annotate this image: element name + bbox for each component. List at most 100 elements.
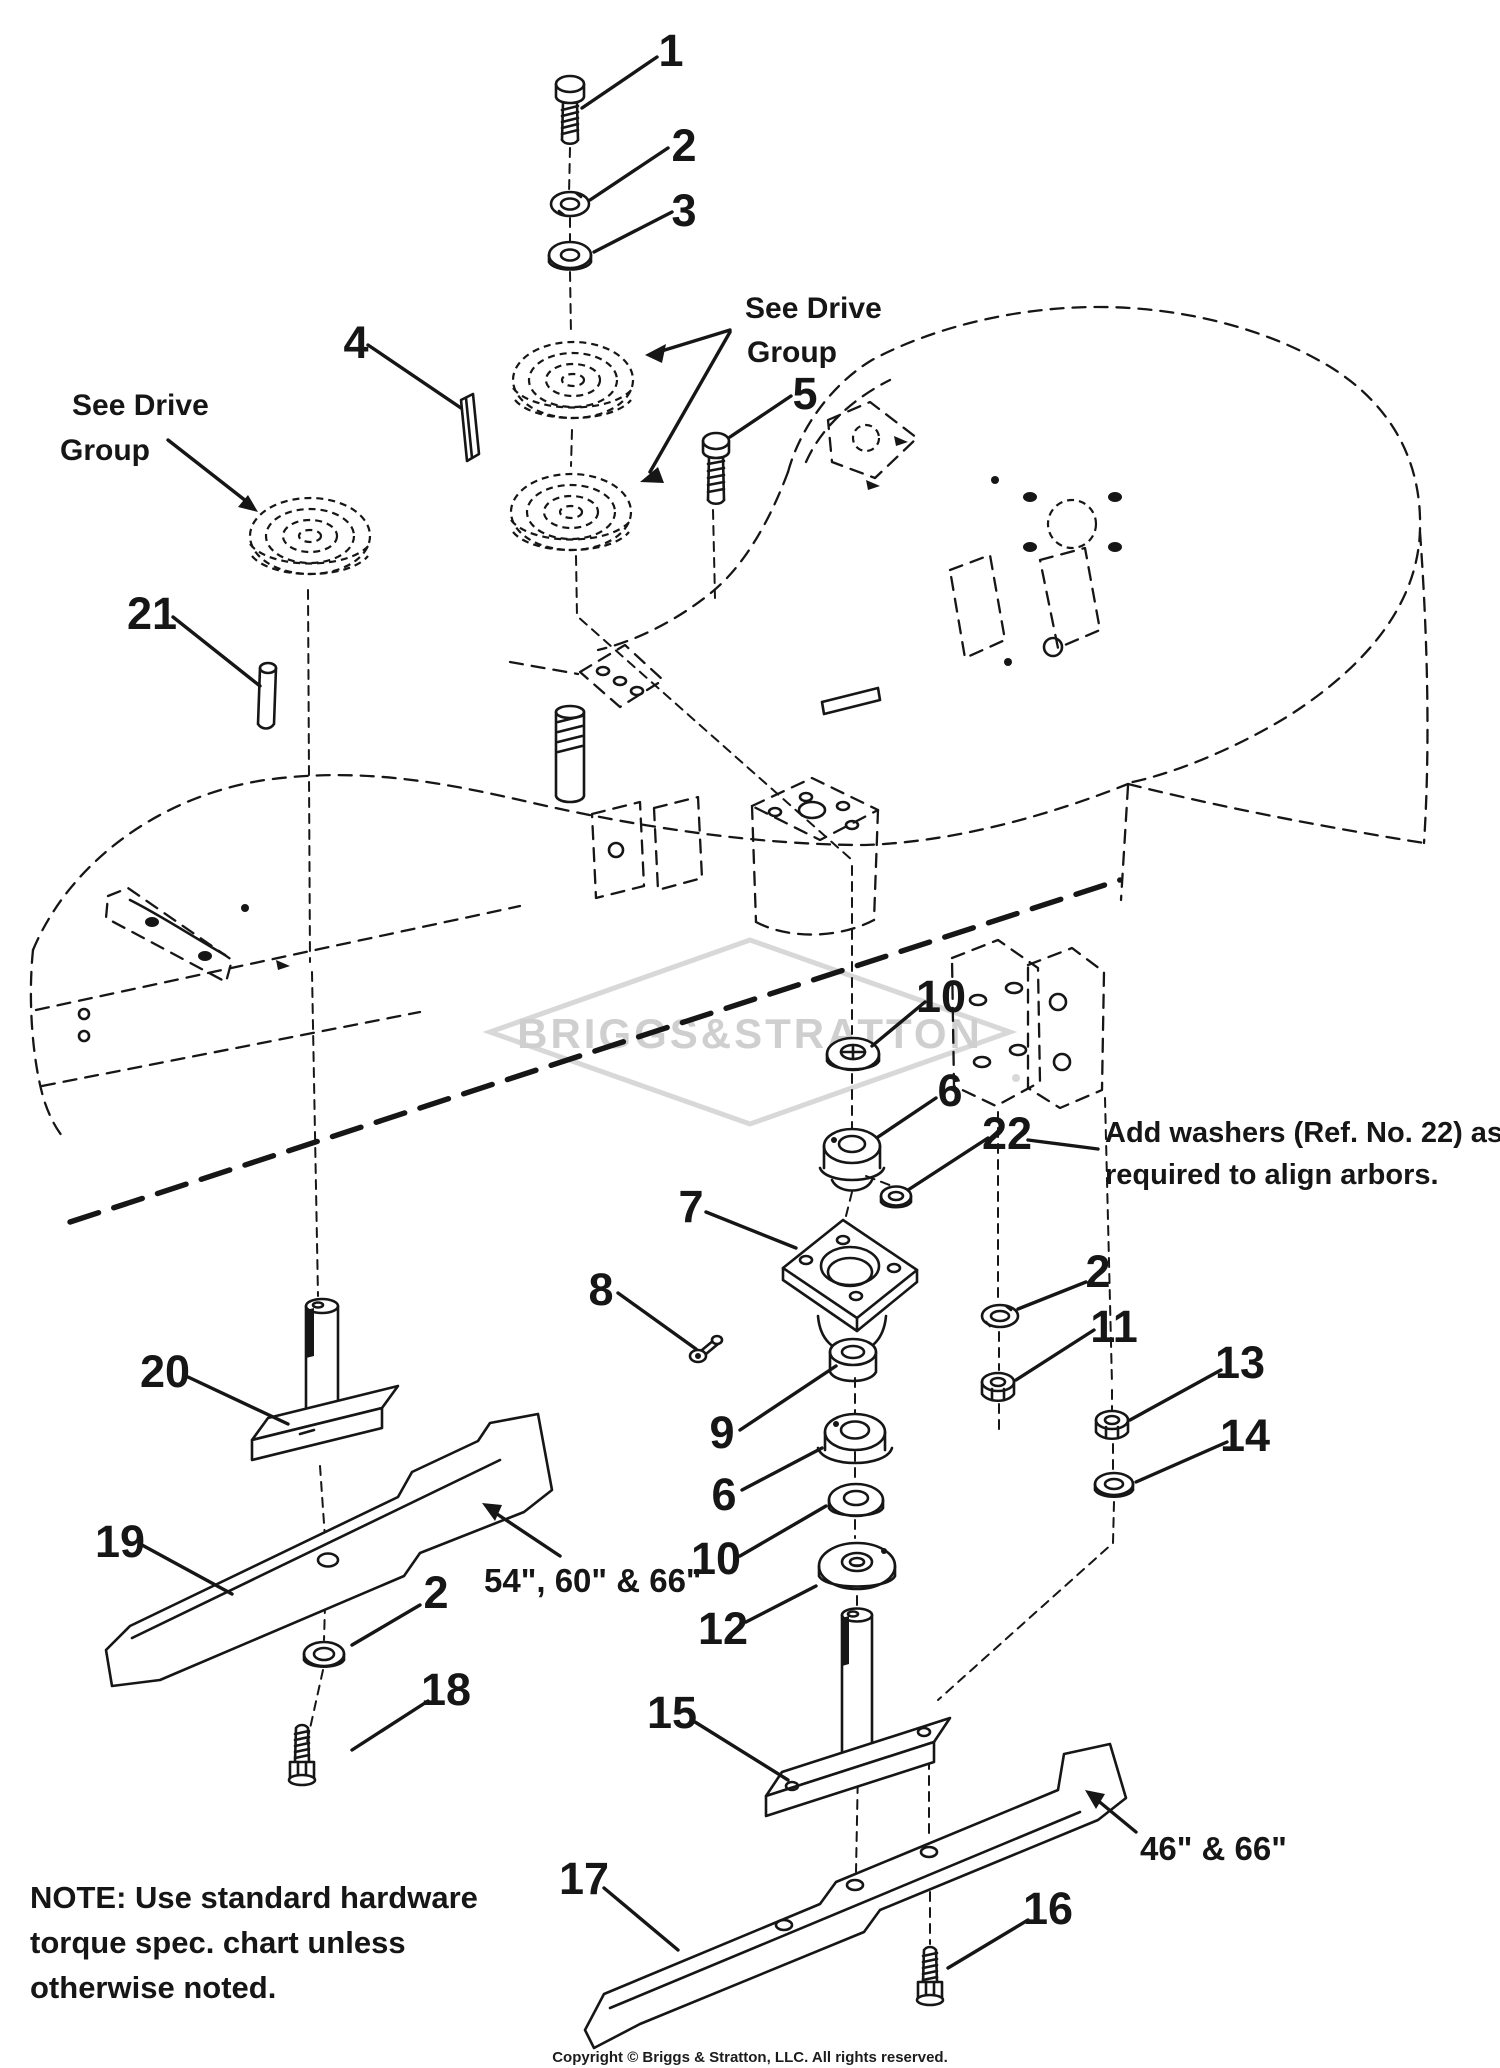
- see-drive-right-arrow-1: [653, 328, 732, 355]
- deck-bolt-pattern: [991, 476, 1122, 552]
- leader-22: [906, 1136, 990, 1192]
- part-11-nut: [980, 1371, 1016, 1403]
- part-16-bolt: [915, 1945, 945, 2007]
- arrowhead-icon: [482, 1503, 502, 1521]
- size-bottom-arrow: [1094, 1797, 1138, 1834]
- arrowhead-icon: [645, 344, 666, 363]
- callout-12: 12: [698, 1603, 748, 1654]
- callout-20: 20: [140, 1346, 190, 1397]
- slot-hole: [629, 685, 645, 697]
- callout-11: 11: [1090, 1301, 1138, 1352]
- callout-9: 9: [709, 1407, 734, 1458]
- callout-19: 19: [95, 1516, 145, 1567]
- callout-1: 1: [658, 25, 683, 76]
- deck-bottom-right-edge: [1126, 782, 1426, 845]
- callout-7: 7: [678, 1181, 703, 1232]
- see-drive-group-left-line1: See Drive: [72, 389, 209, 422]
- deck-inner-rim: [804, 378, 892, 464]
- arrowhead-icon: [1085, 1790, 1105, 1809]
- callout-2-top: 2: [671, 120, 696, 171]
- deck-slot-lead: [508, 660, 580, 676]
- leader-10-lower: [738, 1504, 828, 1558]
- size-mid-arrow: [492, 1510, 562, 1558]
- callout-8: 8: [588, 1264, 613, 1315]
- deck-arbor-bracket: [750, 776, 880, 936]
- part-10-washer-upper: [825, 1036, 881, 1072]
- leader-21: [171, 615, 262, 688]
- deck-drop-line: [1119, 784, 1130, 902]
- deck-fan-line-2: [40, 1010, 422, 1088]
- see-drive-left-arrow: [166, 438, 248, 503]
- leader-16: [946, 1918, 1030, 1970]
- arrowhead-icon: [640, 467, 664, 483]
- callout-numbers: 1 2 3 4 5 21 10 6 22 7 8 9 6 10 12 2 11 …: [95, 25, 1270, 1934]
- deck-idler-bracket: [826, 400, 919, 490]
- leader-12: [744, 1584, 818, 1624]
- callout-6-lower: 6: [711, 1469, 736, 1520]
- deck-left-edge: [29, 948, 64, 1138]
- leader-2-right: [1016, 1280, 1088, 1311]
- deck-left-idler-arm: [77, 886, 290, 1043]
- plate-hole: [607, 841, 625, 859]
- text-labels: See Drive Group See Drive Group Add wash…: [30, 292, 1500, 2066]
- leader-13: [1128, 1368, 1223, 1422]
- part-18-bolt: [287, 1723, 317, 1787]
- part-13-nut: [1094, 1409, 1130, 1441]
- belt-arrow-icon: [866, 480, 880, 490]
- belt-arrow-icon: [894, 436, 908, 446]
- deck-plate-bracket-2: [652, 795, 704, 892]
- annotation-arrows: [166, 328, 1138, 1834]
- deck-stub-shaft: [554, 704, 586, 804]
- part-2-washer-blade: [302, 1640, 346, 1669]
- leader-14: [1134, 1440, 1229, 1484]
- drive-pulley-lower: [509, 472, 633, 552]
- slot-hole: [595, 665, 611, 677]
- deck-plate-bracket-1: [590, 800, 646, 900]
- see-drive-group-right-line2: Group: [747, 336, 837, 369]
- blade-size-label-mid: 54", 60" & 66": [484, 1562, 702, 1599]
- belt-arrow-icon: [276, 960, 290, 970]
- part-20-blade-adapter: [250, 1297, 400, 1462]
- part-3-washer: [547, 240, 593, 271]
- mower-deck-outline: [29, 305, 1429, 1225]
- part-8-grease-fitting: [688, 1334, 724, 1364]
- leader-10-upper: [870, 1000, 927, 1048]
- callout-13: 13: [1215, 1337, 1265, 1388]
- part-12-pulley-hub: [817, 1541, 897, 1591]
- slot-hole: [612, 675, 628, 687]
- deck-rod: [820, 686, 882, 716]
- leader-5: [728, 394, 793, 439]
- callout-10-upper: 10: [916, 971, 966, 1022]
- copyright-text: Copyright © Briggs & Stratton, LLC. All …: [552, 2049, 948, 2066]
- deck-rear-cluster: [948, 546, 1102, 666]
- part-15-blade-adapter: [764, 1607, 952, 1818]
- part-10-washer-lower: [827, 1482, 885, 1518]
- leader-7: [704, 1210, 798, 1250]
- callout-3: 3: [671, 185, 696, 236]
- hardware-note-line1: NOTE: Use standard hardware: [30, 1880, 478, 1915]
- hardware-note-line2: torque spec. chart unless: [30, 1925, 406, 1960]
- callout-21: 21: [127, 588, 177, 639]
- deck-opening-edge: [596, 470, 790, 652]
- callout-17: 17: [559, 1853, 609, 1904]
- leader-1: [580, 55, 659, 110]
- callout-10-lower: 10: [691, 1533, 741, 1584]
- callout-2-right: 2: [1085, 1246, 1110, 1297]
- leader-lines: [140, 55, 1229, 1970]
- part-17-blade: [583, 1742, 1128, 2050]
- leader-18: [350, 1699, 430, 1752]
- see-drive-group-right-line1: See Drive: [745, 292, 882, 325]
- callout-14: 14: [1220, 1410, 1270, 1461]
- leader-20: [186, 1375, 290, 1426]
- callout-15: 15: [647, 1687, 697, 1738]
- deck-fan-line-1: [34, 904, 522, 1012]
- callout-22: 22: [982, 1108, 1032, 1159]
- leader-11: [1014, 1328, 1096, 1382]
- leader-6-lower: [740, 1446, 824, 1492]
- watermark-registered-mark: [1012, 1074, 1020, 1082]
- leader-22-note: [1026, 1138, 1100, 1151]
- see-drive-group-left-line2: Group: [60, 434, 150, 467]
- hardware-note-line3: otherwise noted.: [30, 1970, 276, 2005]
- part-6-bearing-upper: [818, 1127, 886, 1192]
